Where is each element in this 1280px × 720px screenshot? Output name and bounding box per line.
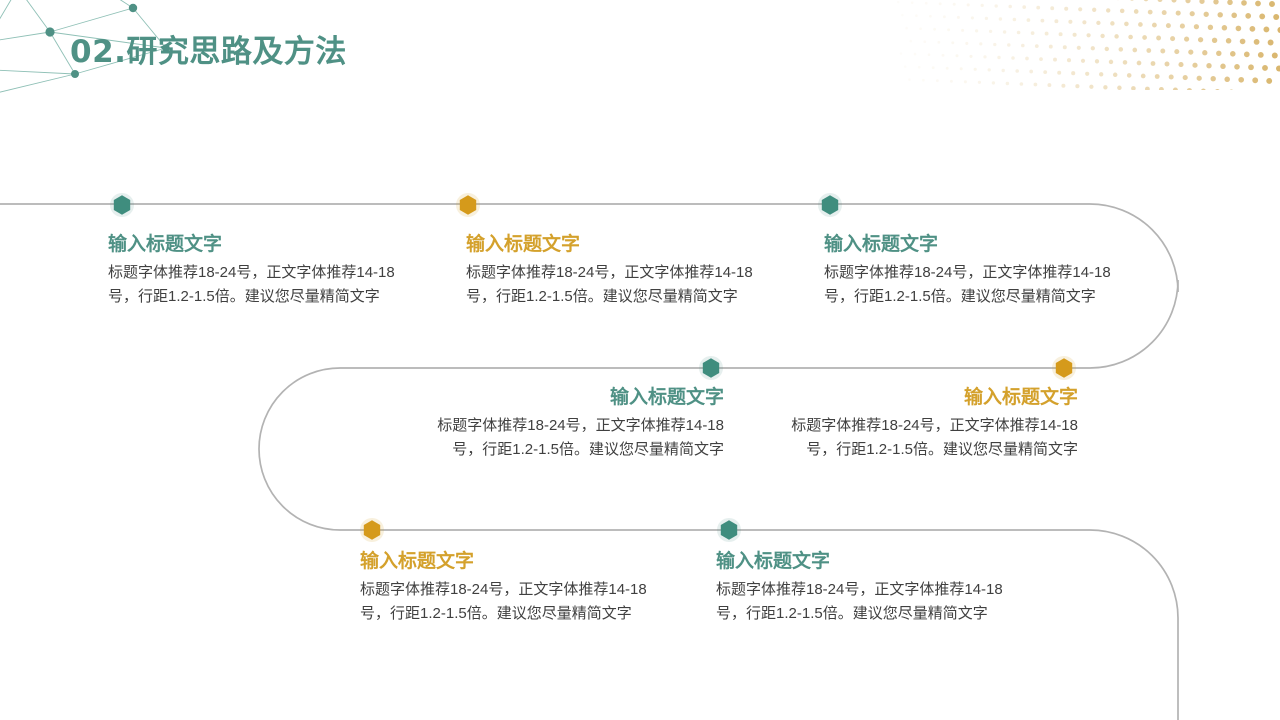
hexagon-marker-step-4[interactable]: [698, 355, 724, 381]
step-body-6: 标题字体推荐18-24号，正文字体推荐14-18号，行距1.2-1.5倍。建议您…: [360, 580, 647, 623]
step-title-7: 输入标题文字: [716, 550, 831, 572]
step-title-6: 输入标题文字: [360, 550, 475, 572]
step-block-1[interactable]: 输入标题文字 标题字体推荐18-24号，正文字体推荐14-18号，行距1.2-1…: [108, 232, 408, 310]
page-title-text: 02.研究思路及方法: [70, 34, 347, 70]
step-block-7[interactable]: 输入标题文字 标题字体推荐18-24号，正文字体推荐14-18号，行距1.2-1…: [716, 549, 1016, 627]
step-body-7: 标题字体推荐18-24号，正文字体推荐14-18号，行距1.2-1.5倍。建议您…: [716, 580, 1003, 623]
step-body-5: 标题字体推荐18-24号，正文字体推荐14-18号，行距1.2-1.5倍。建议您…: [791, 416, 1078, 459]
step-title-5: 输入标题文字: [963, 386, 1078, 408]
step-title-4: 输入标题文字: [609, 386, 724, 408]
hexagon-marker-step-1[interactable]: [109, 192, 135, 218]
step-block-6[interactable]: 输入标题文字 标题字体推荐18-24号，正文字体推荐14-18号，行距1.2-1…: [360, 549, 660, 627]
step-block-4[interactable]: 输入标题文字 标题字体推荐18-24号，正文字体推荐14-18号，行距1.2-1…: [424, 385, 724, 463]
step-title-3: 输入标题文字: [824, 233, 939, 255]
step-body-2: 标题字体推荐18-24号，正文字体推荐14-18号，行距1.2-1.5倍。建议您…: [466, 263, 753, 306]
hexagon-marker-step-7[interactable]: [716, 517, 742, 543]
step-body-3: 标题字体推荐18-24号，正文字体推荐14-18号，行距1.2-1.5倍。建议您…: [824, 263, 1111, 306]
step-body-1: 标题字体推荐18-24号，正文字体推荐14-18号，行距1.2-1.5倍。建议您…: [108, 263, 395, 306]
step-title-2: 输入标题文字: [466, 233, 581, 255]
hexagon-marker-step-3[interactable]: [817, 192, 843, 218]
hexagon-marker-step-5[interactable]: [1051, 355, 1077, 381]
page-title: 02.研究思路及方法: [70, 26, 347, 71]
hexagon-marker-step-6[interactable]: [359, 517, 385, 543]
step-block-3[interactable]: 输入标题文字 标题字体推荐18-24号，正文字体推荐14-18号，行距1.2-1…: [824, 232, 1124, 310]
step-title-1: 输入标题文字: [108, 233, 223, 255]
step-body-4: 标题字体推荐18-24号，正文字体推荐14-18号，行距1.2-1.5倍。建议您…: [437, 416, 724, 459]
hexagon-marker-step-2[interactable]: [455, 192, 481, 218]
step-block-5[interactable]: 输入标题文字 标题字体推荐18-24号，正文字体推荐14-18号，行距1.2-1…: [778, 385, 1078, 463]
step-block-2[interactable]: 输入标题文字 标题字体推荐18-24号，正文字体推荐14-18号，行距1.2-1…: [466, 232, 766, 310]
